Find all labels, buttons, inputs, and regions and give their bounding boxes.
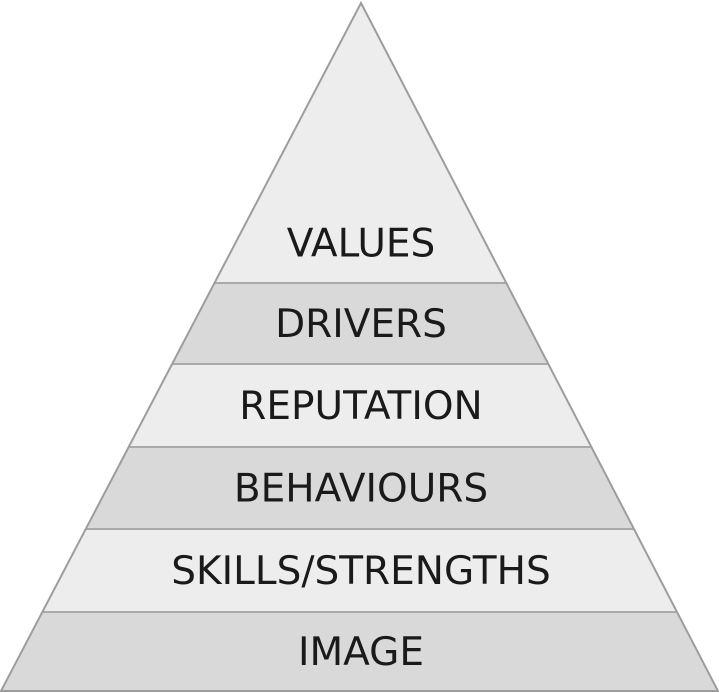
tier-skills-strengths-band (42, 529, 678, 612)
tier-behaviours-band (85, 447, 634, 529)
tier-label-reputation: REPUTATION (239, 384, 482, 429)
tier-image-band (1, 612, 718, 691)
tier-label-behaviours: BEHAVIOURS (234, 467, 488, 512)
tier-reputation-band (128, 364, 592, 447)
tier-label-image: IMAGE (298, 630, 424, 675)
tier-drivers-band (172, 283, 549, 364)
pyramid-labels: VALUES DRIVERS REPUTATION BEHAVIOURS SKILLS/… (171, 222, 550, 676)
tier-values-band (214, 3, 507, 283)
tier-label-values: VALUES (287, 222, 436, 267)
pyramid-dividers (42, 282, 678, 613)
tier-label-drivers: DRIVERS (275, 302, 447, 347)
tier-label-skills-strengths: SKILLS/STRENGTHS (171, 549, 550, 594)
pyramid-fills (1, 3, 718, 691)
